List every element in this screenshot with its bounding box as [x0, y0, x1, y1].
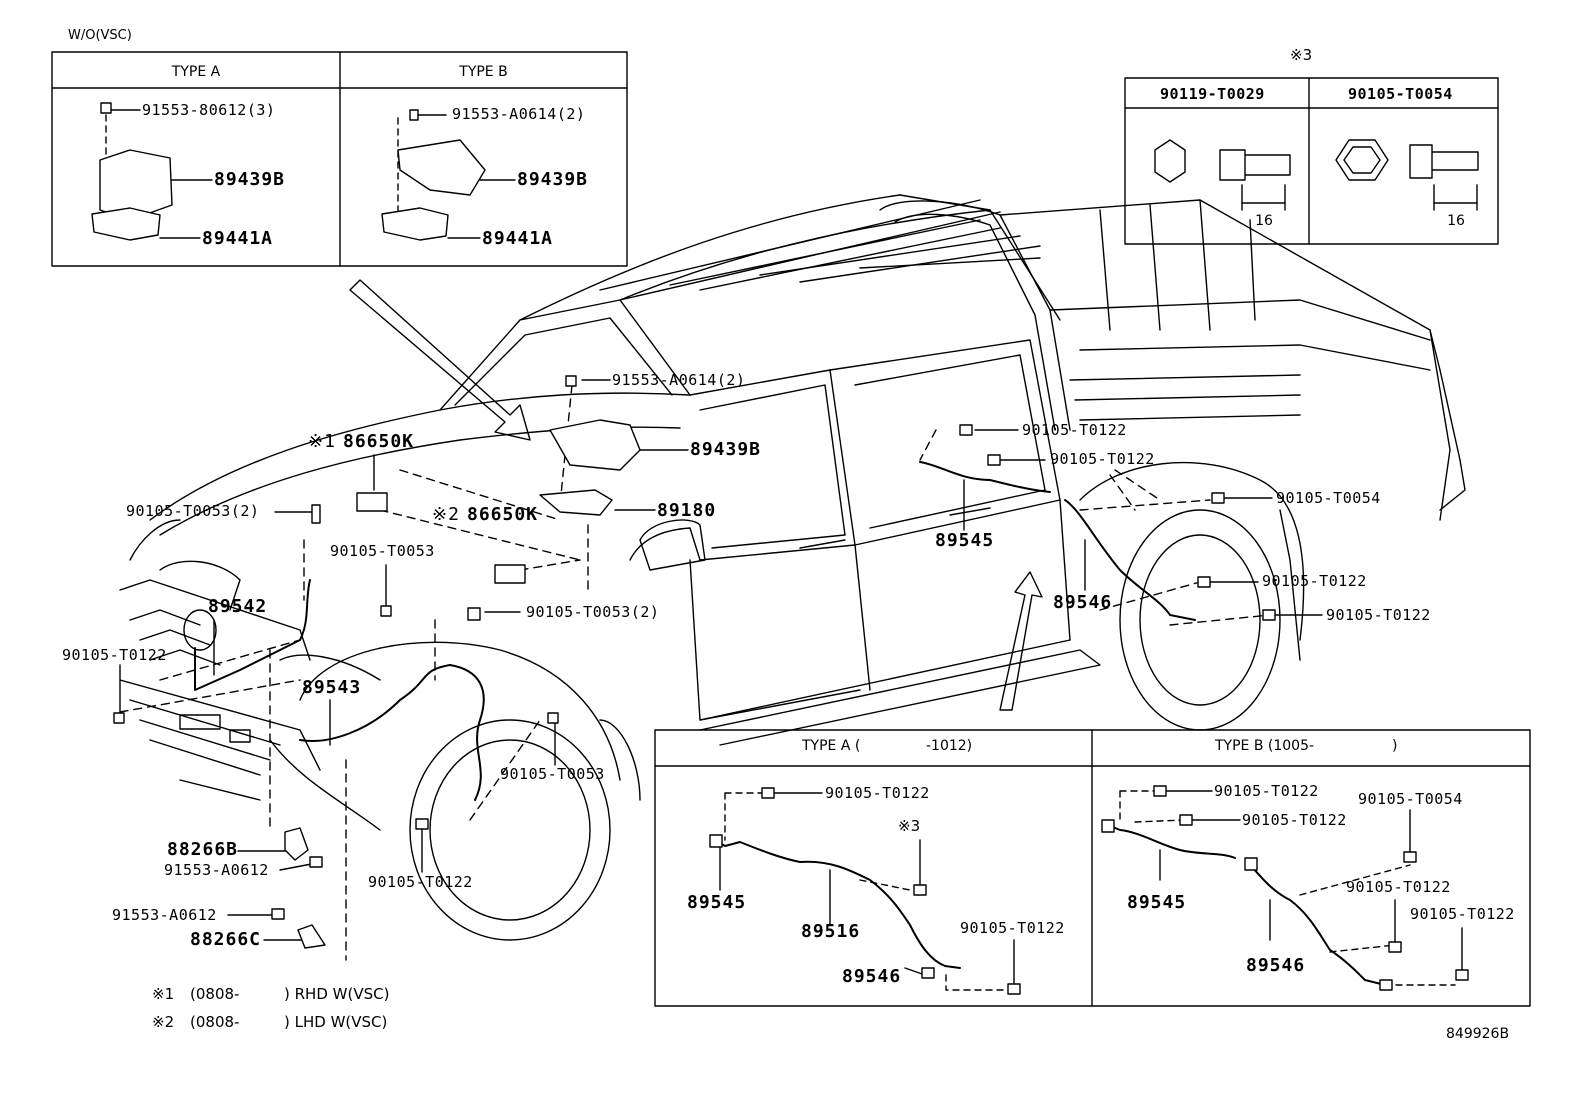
- inset-a-callout-90105-t0122-top: 90105-T0122: [825, 784, 930, 802]
- footnote-2-text: (0808-: [190, 1013, 240, 1031]
- inset-wo-vsc-frame: [51, 51, 628, 267]
- inset-a-callout-89545: 89545: [687, 892, 747, 913]
- callout-90105-t0053-wheel: 90105-T0053: [500, 765, 605, 783]
- inset-rear-type-a-header-suffix: -1012): [926, 738, 973, 754]
- inset-b-callout-90105-t0122-c: 90105-T0122: [1346, 878, 1451, 896]
- inset-bolts-frame: [1124, 77, 1499, 245]
- callout-rear-90105-t0122-c: 90105-T0122: [1262, 572, 1367, 590]
- footnote-1-mark: ※1: [152, 985, 175, 1003]
- inset-b-callout-90105-t0122-a: 90105-T0122: [1214, 782, 1319, 800]
- inset-b-callout-89545: 89545: [1127, 892, 1187, 913]
- callout-89439b: 89439B: [690, 439, 762, 460]
- callout-89439b-b: 89439B: [517, 169, 589, 190]
- callout-rear-90105-t0122-d: 90105-T0122: [1326, 606, 1431, 624]
- callout-91553-a0612-2: 91553-A0612: [112, 906, 217, 924]
- mark-3-bolts: ※3: [1290, 46, 1313, 64]
- truck-outline: [119, 194, 1466, 941]
- inset-b-callout-90105-t0054: 90105-T0054: [1358, 790, 1463, 808]
- harness-wires: [194, 461, 1196, 801]
- footnote-2-suffix: ) LHD W(VSC): [284, 1013, 388, 1031]
- figure-code: 849926B: [1446, 1026, 1510, 1042]
- footnote-2-mark: ※2: [152, 1013, 175, 1031]
- callout-91553-a0612-1: 91553-A0612: [164, 861, 269, 879]
- callout-90105-t0053-2-top: 90105-T0053(2): [126, 502, 260, 520]
- callout-91553-a0614: 91553-A0614(2): [612, 371, 746, 389]
- mark-1-86650k: ※1: [308, 431, 336, 452]
- bolt-col1-part: 90119-T0029: [1160, 85, 1265, 103]
- callout-90105-t0122-wheel: 90105-T0122: [368, 873, 473, 891]
- callout-88266c: 88266C: [190, 929, 262, 950]
- inset-b-callout-89546: 89546: [1246, 955, 1306, 976]
- assembly-dashes: [119, 384, 1271, 961]
- inset-rear-type-a-header-prefix: TYPE A (: [802, 738, 861, 754]
- pointer-arrows: [349, 279, 1043, 711]
- bolt-col2-length: 16: [1447, 213, 1465, 229]
- inset-b-callout-90105-t0122-d: 90105-T0122: [1410, 905, 1515, 923]
- callout-86650k-2: 86650K: [467, 504, 539, 525]
- callout-90105-t0122-front: 90105-T0122: [62, 646, 167, 664]
- callout-89543: 89543: [302, 677, 362, 698]
- inset-a-callout-89546: 89546: [842, 966, 902, 987]
- inset-title-wo-vsc: W/O(VSC): [68, 28, 132, 43]
- callout-89546: 89546: [1053, 592, 1113, 613]
- callout-89545: 89545: [935, 530, 995, 551]
- callout-91553-a0614-inset: 91553-A0614(2): [452, 105, 586, 123]
- bolt-col2-part: 90105-T0054: [1348, 85, 1453, 103]
- inset-rear-type-b-header-prefix: TYPE B (1005-: [1215, 738, 1315, 754]
- callout-89441a-a: 89441A: [202, 228, 274, 249]
- callout-88266b: 88266B: [167, 839, 239, 860]
- inset-a-mark-3: ※3: [898, 817, 921, 835]
- inset-a-callout-90105-t0122-bottom: 90105-T0122: [960, 919, 1065, 937]
- inset-header-type-b: TYPE B: [459, 64, 508, 80]
- inset-a-callout-89516: 89516: [801, 921, 861, 942]
- footnote-1-text: (0808-: [190, 985, 240, 1003]
- callout-89441a-b: 89441A: [482, 228, 554, 249]
- callout-rear-90105-t0122-b: 90105-T0122: [1050, 450, 1155, 468]
- leader-lines: [119, 379, 1323, 941]
- mark-2-86650k: ※2: [432, 504, 460, 525]
- callout-rear-90105-t0122-a: 90105-T0122: [1022, 421, 1127, 439]
- footnote-1-suffix: ) RHD W(VSC): [284, 985, 390, 1003]
- inset-rear-frame: [654, 729, 1531, 1007]
- callout-89542: 89542: [208, 596, 268, 617]
- bolt-col1-length: 16: [1255, 213, 1273, 229]
- inset-b-callout-90105-t0122-b: 90105-T0122: [1242, 811, 1347, 829]
- inset-header-type-a: TYPE A: [171, 64, 221, 80]
- callout-89439b-a: 89439B: [214, 169, 286, 190]
- callout-90105-t0053-2-wheel: 90105-T0053(2): [526, 603, 660, 621]
- callout-89180: 89180: [657, 500, 717, 521]
- callout-86650k-1: 86650K: [343, 431, 415, 452]
- callout-90105-t0053-mid: 90105-T0053: [330, 542, 435, 560]
- small-parts: [113, 375, 1276, 949]
- callout-rear-90105-t0054: 90105-T0054: [1276, 489, 1381, 507]
- callout-91553-80612: 91553-80612(3): [142, 101, 276, 119]
- inset-rear-type-b-header-suffix: ): [1392, 738, 1398, 754]
